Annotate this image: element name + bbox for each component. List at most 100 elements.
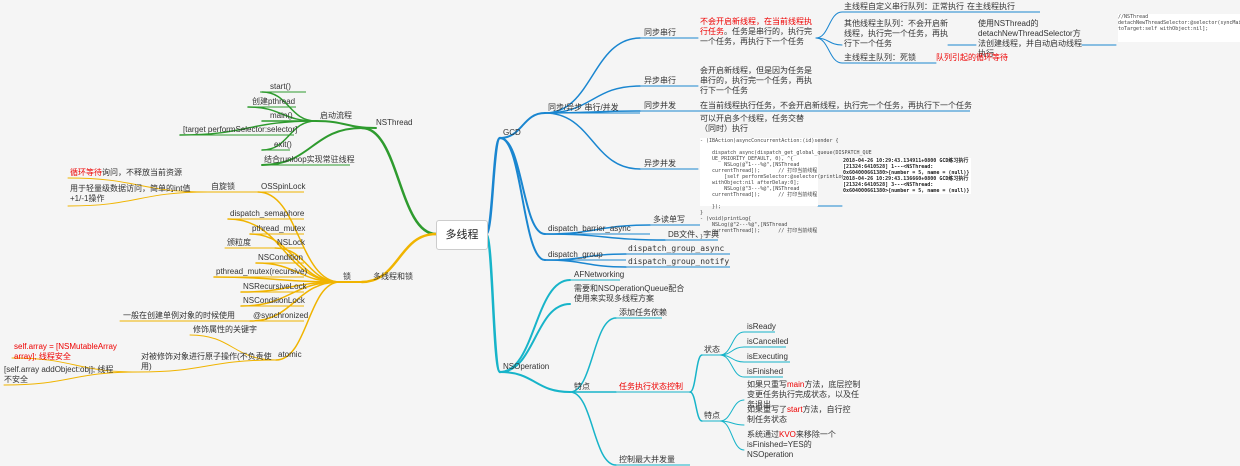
lock-node[interactable]: 锁 xyxy=(343,272,351,281)
connector-line xyxy=(11,357,139,373)
group-node[interactable]: dispatch_group xyxy=(548,250,603,259)
connector-line xyxy=(360,126,438,236)
connector-line xyxy=(689,354,703,393)
group-async[interactable]: dispatch_group_async xyxy=(628,244,725,253)
state-item[interactable]: isReady xyxy=(747,322,776,331)
state-item[interactable]: isExecuting xyxy=(747,352,788,361)
gcd-node[interactable]: GCD xyxy=(503,128,521,137)
atomic-node[interactable]: atomic xyxy=(278,350,302,359)
barrier-node[interactable]: dispatch_barrier_async xyxy=(548,224,631,233)
spinlock-node[interactable]: OSSpinLock xyxy=(261,182,306,191)
sync-concurrent-node[interactable]: 同步并发 xyxy=(644,101,676,110)
sync-serial-red: 不会开启新线程，在当前线程执行任务 xyxy=(700,17,812,36)
lock-item[interactable]: pthread_mutex(recursive) xyxy=(216,267,308,276)
barrier-db-dict[interactable]: DB文件、字典 xyxy=(668,230,720,239)
connector-line xyxy=(544,85,641,114)
lock-item[interactable]: NSCondition xyxy=(258,253,303,262)
lock-item[interactable]: @synchronized xyxy=(253,311,309,320)
async-serial-node[interactable]: 异步串行 xyxy=(644,76,676,85)
connector-line xyxy=(544,112,641,170)
start-flow-node[interactable]: 启动流程 xyxy=(320,111,352,120)
state-item[interactable]: isFinished xyxy=(747,367,784,376)
connector-line xyxy=(137,359,277,373)
root-node[interactable]: 多线程 xyxy=(436,220,488,250)
async-concurrent-node[interactable]: 异步并发 xyxy=(644,159,676,168)
feature-kvo-a: 系统通过 xyxy=(747,430,779,439)
features-node[interactable]: 特点 xyxy=(574,382,590,391)
synchronized-note: 一般在创建单例对象的时候使用 xyxy=(123,311,235,320)
sync-concurrent-text: 在当前线程执行任务，不会开启新线程，执行完一个任务，再执行下一个任务 xyxy=(700,101,972,110)
locks-node[interactable]: 多线程和锁 xyxy=(373,272,413,281)
lock-item[interactable]: dispatch_semaphore xyxy=(230,209,305,218)
runloop-node[interactable]: 结合runloop实现常驻线程 xyxy=(264,155,355,164)
state-control-node[interactable]: 任务执行状态控制 xyxy=(619,382,683,391)
lock-item[interactable]: NSRecursiveLock xyxy=(243,282,307,291)
nslock-note: 颁粒度 xyxy=(227,238,251,247)
main-item[interactable]: main() xyxy=(270,111,293,120)
connector-line xyxy=(275,281,341,361)
feature-start[interactable]: 如果重写了start方法，自行控制任务状态 xyxy=(747,405,857,425)
feature-main[interactable]: 如果只重写main方法，底层控制变更任务执行完成状态，以及任务退出 xyxy=(747,380,865,410)
exit-item[interactable]: exit() xyxy=(274,140,292,149)
connector-line xyxy=(544,233,666,241)
nsthread-code-snippet: //NSThread detachNewThreadSelector:@sele… xyxy=(1118,14,1240,42)
lock-item[interactable]: NSLock xyxy=(277,238,306,247)
connector-line xyxy=(815,11,843,39)
group-notify[interactable]: dispatch_group_notify xyxy=(628,257,730,266)
main-custom-exec: 在主线程执行 xyxy=(967,2,1015,11)
feature-kvo[interactable]: 系统通过KVO来移除一个isFinished=YES的NSOperation xyxy=(747,430,857,460)
console-log: 2018-04-26 10:29:43.134911+0800 GCD练习执行 … xyxy=(843,158,970,194)
connector-line xyxy=(719,354,745,378)
feature-kvo-b: 来移除一个isFinished=YES的NSOperation xyxy=(747,430,836,459)
afnetworking-node[interactable]: AFNetworking xyxy=(574,270,625,279)
lock-item[interactable]: pthread_mutex xyxy=(252,224,306,233)
connector-line xyxy=(569,391,617,466)
create-pthread-item[interactable]: 创建pthread xyxy=(252,97,296,106)
lock-item[interactable]: NSConditionLock xyxy=(243,296,305,305)
spinlock-note: 自旋锁 xyxy=(211,182,235,191)
sync-serial-rest: 。任务是串行的，执行完一个任务，再执行下一个任务 xyxy=(700,27,812,46)
async-code-snippet: - (IBAction)asyncConcurrentAction:(id)se… xyxy=(700,138,872,240)
connector-line xyxy=(189,334,277,361)
start-item[interactable]: start() xyxy=(270,82,291,91)
connector-line xyxy=(719,420,745,451)
nsoperation-node[interactable]: NSOperation xyxy=(503,362,550,371)
main-custom-queue[interactable]: 主线程自定义串行队列：正常执行 xyxy=(844,2,964,11)
feature-kvo-red: KVO xyxy=(779,430,796,439)
connector-line xyxy=(499,112,546,139)
connector-line xyxy=(484,136,502,236)
connector-line xyxy=(360,232,438,284)
feature-main-red: main xyxy=(787,380,805,389)
main-queue-deadlock[interactable]: 主线程主队列：死锁 xyxy=(844,53,916,62)
feature-start-b: 方法，自行控制任务状态 xyxy=(747,405,851,424)
feature-start-a: 如果重写了 xyxy=(747,405,787,414)
spinlock-use: 用于轻量级数据访问，简单的int值+1/-1操作 xyxy=(70,184,191,203)
barrier-read-write[interactable]: 多读单写 xyxy=(653,215,685,224)
connector-line xyxy=(257,191,341,283)
add-dependency-node[interactable]: 添加任务依赖 xyxy=(619,308,667,317)
other-thread-main-queue[interactable]: 其他线程主队列：不会开启新线程，执行完一个任务，再执行下一个任务 xyxy=(844,19,948,48)
connector-line xyxy=(179,120,317,136)
feature-main-b: 方法，底层控制变更任务执行完成状态，以及任务退出 xyxy=(747,380,861,409)
state-node[interactable]: 状态 xyxy=(704,345,720,354)
async-serial-text: 会开启新线程，但是因为任务是串行的，执行完一个任务，再执行下一个任务 xyxy=(700,66,812,95)
connector-line xyxy=(499,137,546,261)
connector-line xyxy=(67,177,209,193)
connector-line xyxy=(815,37,843,64)
nsop-desc-node[interactable]: 需要和NSOperationQueue配合使用来实现多线程方案 xyxy=(574,284,685,303)
connector-line xyxy=(484,232,502,374)
sync-async-node[interactable]: 同步/异步 串行/并发 xyxy=(548,103,619,112)
atomic-example-2: [self.array addObject:obj]; 线程不安全 xyxy=(4,365,114,384)
max-concurrent-node[interactable]: 控制最大并发量 xyxy=(619,455,675,464)
connector-line xyxy=(315,120,377,129)
sync-serial-node[interactable]: 同步串行 xyxy=(644,28,676,37)
feature-node[interactable]: 特点 xyxy=(704,411,720,420)
atomic-example-1: self.array = [NSMutableArray array]; 线程安… xyxy=(14,342,117,361)
connector-line xyxy=(67,191,209,207)
state-item[interactable]: isCancelled xyxy=(747,337,789,346)
feature-start-red: start xyxy=(787,405,803,414)
perform-selector-item[interactable]: [target performSelector:selector] xyxy=(183,125,298,134)
nsthread-node[interactable]: NSThread xyxy=(376,118,413,127)
connector-line xyxy=(499,279,571,373)
